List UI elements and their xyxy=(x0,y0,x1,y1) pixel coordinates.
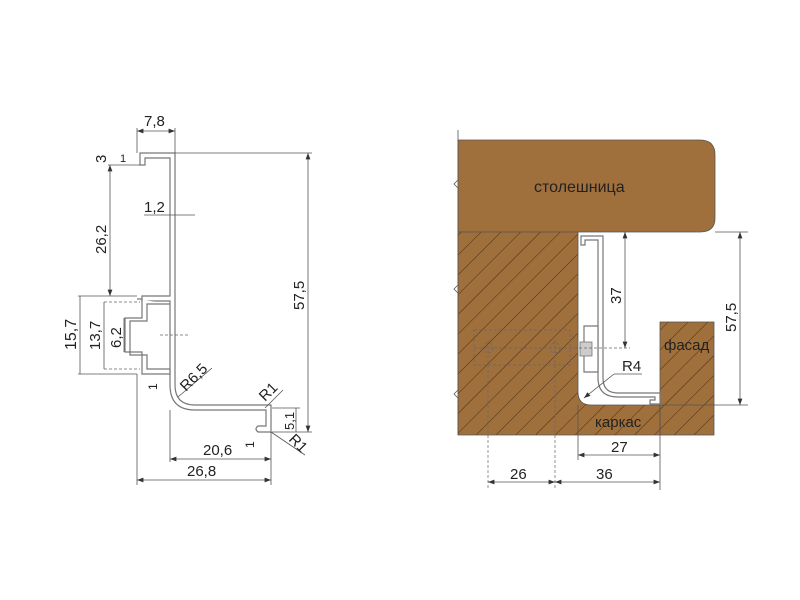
dim-26-8: 26,8 xyxy=(187,463,216,480)
dim-26: 26 xyxy=(510,466,527,483)
aluminium-profile xyxy=(139,152,272,433)
dim-1-lip: 1 xyxy=(120,153,126,165)
dim-27: 27 xyxy=(611,439,628,456)
dim-r6-5: R6,5 xyxy=(177,360,211,394)
dim-20-6: 20,6 xyxy=(203,442,232,459)
carcass xyxy=(457,231,661,436)
profile-bracket xyxy=(124,298,171,375)
dim-7-8: 7,8 xyxy=(144,113,165,130)
dim-36: 36 xyxy=(596,466,613,483)
facade xyxy=(659,321,715,436)
dim-15-7: 15,7 xyxy=(63,319,80,350)
dim-r1-bottom: R1 xyxy=(285,431,311,457)
dim-26-2: 26,2 xyxy=(93,225,110,254)
dim-1-bracket: 1 xyxy=(146,383,160,390)
installed-profile xyxy=(580,235,661,405)
dim-57-5-right: 57,5 xyxy=(723,303,740,332)
installation-drawing: столешница фасад каркас 37 57,5 R4 27 26… xyxy=(453,130,748,490)
dim-6-2: 6,2 xyxy=(108,327,125,348)
dim-r4: R4 xyxy=(622,358,641,375)
dim-1-2: 1,2 xyxy=(144,199,165,216)
countertop-label: столешница xyxy=(534,179,625,196)
dim-37: 37 xyxy=(608,287,625,304)
profile-section-drawing: 7,8 3 1 1,2 26,2 15,7 13,7 6,2 1 R6,5 R1… xyxy=(63,113,312,485)
carcass-label: каркас xyxy=(595,414,642,431)
dim-1-hook: 1 xyxy=(243,441,257,448)
countertop xyxy=(457,139,716,233)
dim-3: 3 xyxy=(93,155,110,163)
dim-57-5: 57,5 xyxy=(291,281,308,310)
facade-label: фасад xyxy=(664,337,710,354)
dim-5-1: 5,1 xyxy=(282,412,297,430)
dim-13-7: 13,7 xyxy=(87,321,104,350)
dim-r1-top: R1 xyxy=(256,379,282,405)
